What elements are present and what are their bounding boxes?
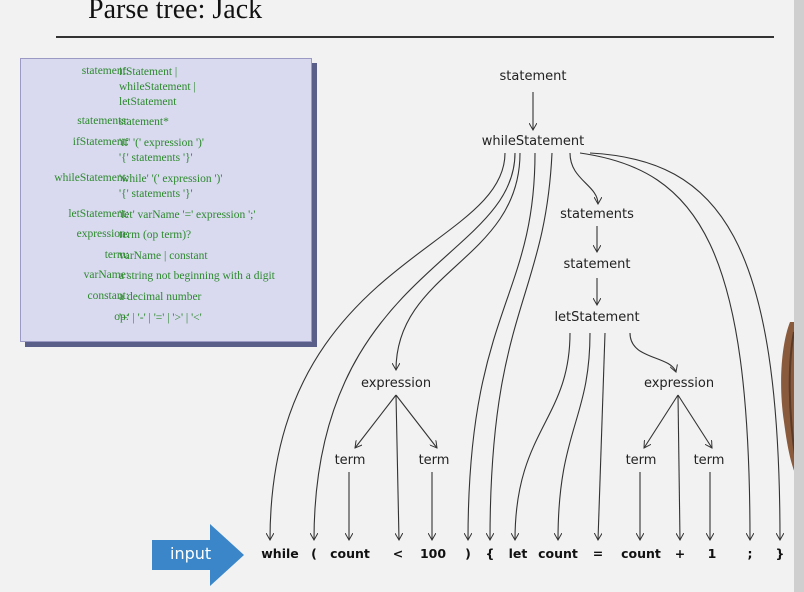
grammar-rhs: 'while' '(' expression ')''{' statements… xyxy=(119,173,223,200)
token: 100 xyxy=(419,546,447,561)
node-whilestatement: whileStatement xyxy=(481,134,585,149)
grammar-lhs: ifStatement: xyxy=(72,136,129,148)
edge xyxy=(396,152,521,370)
edge xyxy=(355,394,397,448)
token: = xyxy=(592,546,604,561)
grammar-lhs: whileStatement: xyxy=(54,172,129,184)
video-edge xyxy=(794,0,804,592)
node-expression-assignment: expression xyxy=(643,376,715,391)
node-statement: statement xyxy=(499,69,567,84)
edge xyxy=(515,332,571,540)
edge xyxy=(396,394,399,540)
slide-title: Parse tree: Jack xyxy=(88,0,263,25)
edge xyxy=(395,394,437,448)
token: } xyxy=(775,546,785,561)
grammar-lhs: op: xyxy=(114,311,129,323)
grammar-lhs: term: xyxy=(104,249,129,261)
grammar-rhs: term (op term)? xyxy=(119,229,192,241)
edge xyxy=(678,394,680,540)
edge xyxy=(629,332,676,372)
grammar-box: statement: ifStatement |whileStatement |… xyxy=(20,58,312,342)
grammar-rhs: a string not beginning with a digit xyxy=(119,270,275,282)
token: + xyxy=(674,546,686,561)
grammar-rhs: '+' | '-' | '=' | '>' | '<' xyxy=(119,312,202,324)
grammar-lhs: expression: xyxy=(76,228,129,240)
edge xyxy=(589,152,780,540)
edge xyxy=(558,332,591,540)
grammar-rhs: statement* xyxy=(119,116,169,128)
grammar-lhs: statements: xyxy=(77,115,129,127)
node-statements: statements xyxy=(560,207,634,222)
token: ; xyxy=(747,546,753,561)
grammar-lhs: statement: xyxy=(81,65,129,77)
grammar-lhs: constant: xyxy=(87,290,129,302)
edge xyxy=(677,394,712,448)
token: ( xyxy=(311,546,317,561)
grammar-rhs: a decimal number xyxy=(119,291,202,303)
token: < xyxy=(392,546,404,561)
title-divider xyxy=(56,36,774,38)
input-label: input xyxy=(170,544,212,563)
token: ) xyxy=(465,546,471,561)
token: count xyxy=(330,546,370,561)
grammar-rhs: varName | constant xyxy=(119,250,208,262)
edge xyxy=(644,394,679,448)
grammar-rhs: ifStatement |whileStatement |letStatemen… xyxy=(119,66,196,108)
token: { xyxy=(485,546,495,561)
grammar-lhs: letStatement: xyxy=(68,208,129,220)
edge xyxy=(569,152,598,204)
token: count xyxy=(538,546,578,561)
node-term: term xyxy=(334,453,366,468)
node-expression-condition: expression xyxy=(360,376,432,391)
input-arrow-icon xyxy=(152,524,244,586)
edge xyxy=(314,152,516,540)
edge xyxy=(579,152,750,540)
edge xyxy=(468,152,536,540)
node-statement-inner: statement xyxy=(563,257,631,272)
edge xyxy=(598,332,606,540)
node-letstatement: letStatement xyxy=(554,310,640,325)
edge xyxy=(270,152,506,540)
node-term: term xyxy=(625,453,657,468)
token: 1 xyxy=(707,546,717,561)
node-term: term xyxy=(418,453,450,468)
token: count xyxy=(621,546,661,561)
token: let xyxy=(508,546,528,561)
edge xyxy=(490,152,553,540)
token: while xyxy=(261,546,299,561)
grammar-rhs: 'let' varName '=' expression ';' xyxy=(119,209,256,221)
grammar-lhs: varName: xyxy=(83,269,129,281)
node-term: term xyxy=(693,453,725,468)
grammar-rhs: 'if' '(' expression ')''{' statements '}… xyxy=(119,137,204,164)
